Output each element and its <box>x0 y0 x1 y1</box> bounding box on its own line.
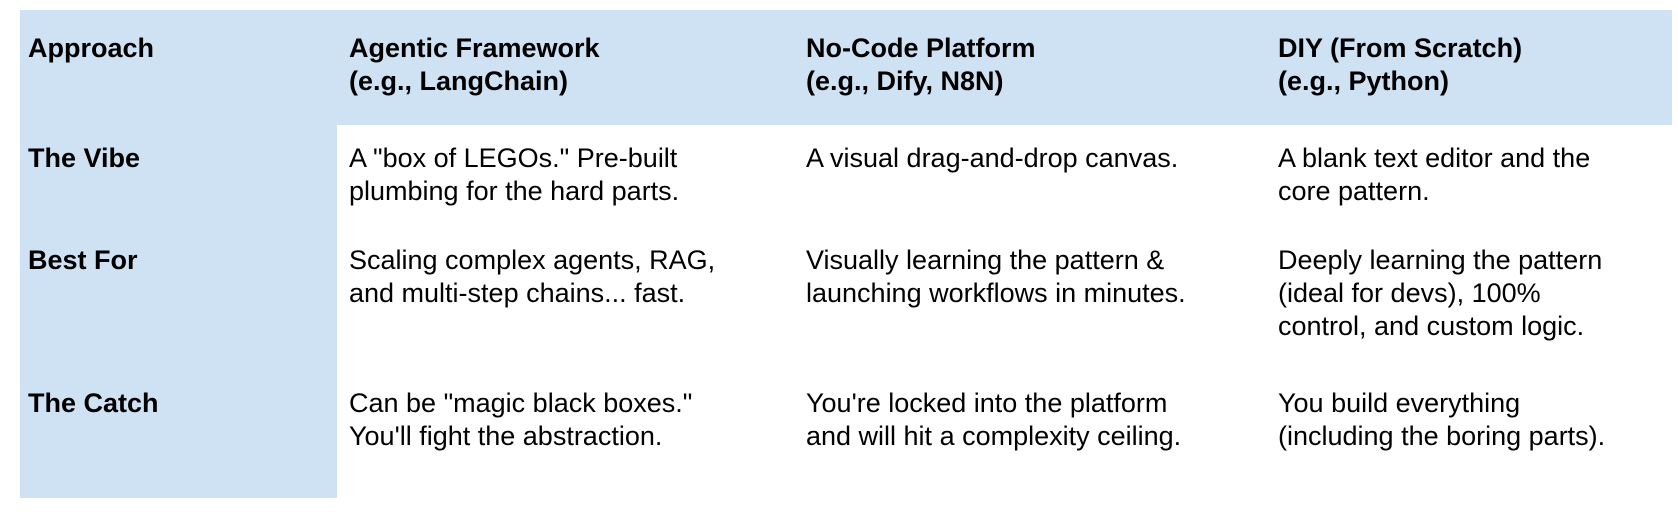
header-cell-diy-from-scratch: DIY (From Scratch) (e.g., Python) <box>1266 10 1672 125</box>
cell-the-catch-agentic-framework: Can be "magic black boxes." You'll fight… <box>337 370 794 498</box>
cell-best-for-agentic-framework: Scaling complex agents, RAG, and multi-s… <box>337 227 794 370</box>
cell-the-catch-no-code-platform: You're locked into the platform and will… <box>794 370 1266 498</box>
row-label-the-catch: The Catch <box>20 370 337 498</box>
cell-the-catch-diy-from-scratch: You build everything (including the bori… <box>1266 370 1672 498</box>
comparison-table: Approach Agentic Framework (e.g., LangCh… <box>20 10 1672 498</box>
row-label-best-for: Best For <box>20 227 337 370</box>
header-cell-agentic-framework: Agentic Framework (e.g., LangChain) <box>337 10 794 125</box>
header-cell-no-code-platform: No-Code Platform (e.g., Dify, N8N) <box>794 10 1266 125</box>
cell-the-vibe-no-code-platform: A visual drag-and-drop canvas. <box>794 125 1266 227</box>
cell-best-for-no-code-platform: Visually learning the pattern & launchin… <box>794 227 1266 370</box>
cell-best-for-diy-from-scratch: Deeply learning the pattern (ideal for d… <box>1266 227 1672 370</box>
header-cell-approach: Approach <box>20 10 337 125</box>
row-label-the-vibe: The Vibe <box>20 125 337 227</box>
cell-the-vibe-diy-from-scratch: A blank text editor and the core pattern… <box>1266 125 1672 227</box>
cell-the-vibe-agentic-framework: A "box of LEGOs." Pre-built plumbing for… <box>337 125 794 227</box>
